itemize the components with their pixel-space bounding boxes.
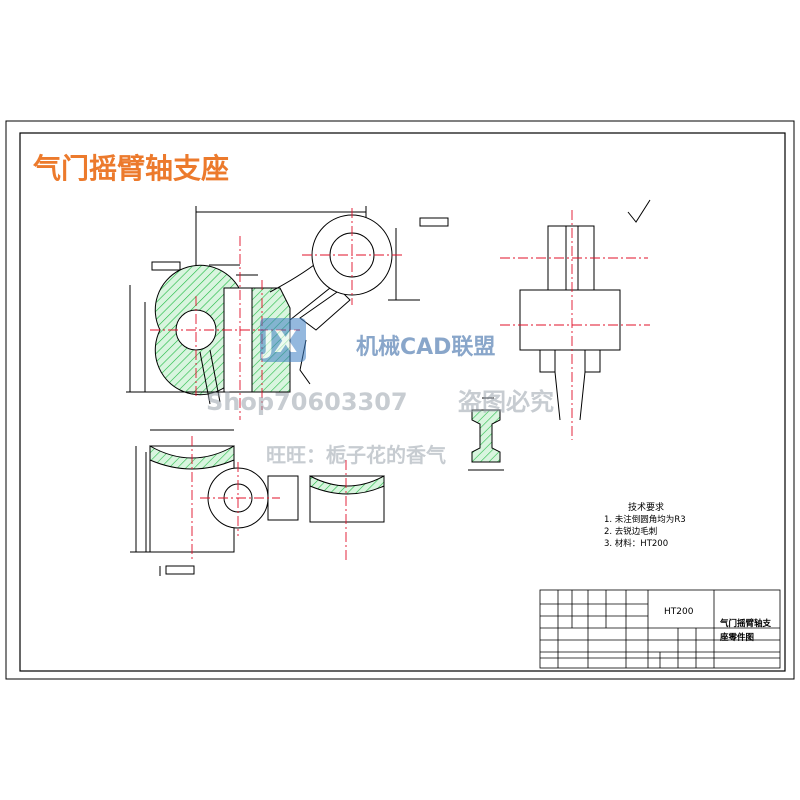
tech-heading: 技术要求 [628,501,664,513]
front-view [126,206,449,405]
watermark-slogan: 盗图必究 [458,388,554,416]
inner-border [19,132,786,672]
title-block [539,589,781,669]
drawing-title: 气门摇臂轴支座 [32,152,229,185]
top-view [130,429,385,576]
outer-border [5,120,795,680]
rib-section [468,397,504,471]
roughness-symbol [627,199,651,223]
title-block-part-name-2: 座零件图 [719,632,754,643]
tech-item-3: 3. 材料：HT200 [604,538,668,549]
watermark: JX 机械CAD联盟 Shop70603307 盗图必究 旺旺：栀子花的香气 [206,318,554,467]
watermark-shop: Shop70603307 [206,388,408,416]
side-view-centerlines [500,210,650,440]
front-view-centerlines [150,208,404,420]
tech-item-1: 1. 未注倒圆角均为R3 [604,514,686,525]
watermark-contact: 旺旺：栀子花的香气 [266,443,446,467]
tech-item-2: 2. 去锐边毛刺 [604,526,657,537]
watermark-brand: 机械CAD联盟 [356,335,495,360]
title-block-material: HT200 [664,607,694,617]
top-view-centerlines [191,436,347,560]
title-block-part-name-1: 气门摇臂轴支 [719,618,772,629]
technical-requirements: 技术要求 1. 未注倒圆角均为R3 2. 去锐边毛刺 3. 材料：HT200 [604,501,686,549]
watermark-logo: JX [261,325,297,360]
